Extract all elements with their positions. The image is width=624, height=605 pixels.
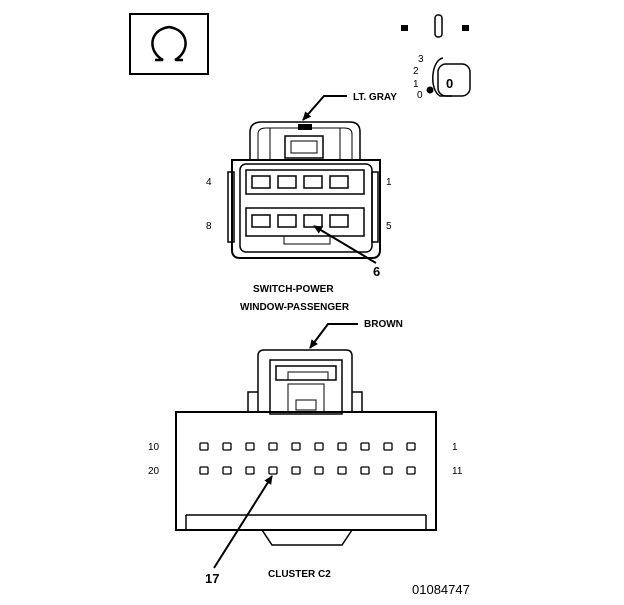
ignition-pos-3: 3 xyxy=(418,54,424,65)
ignition-key-label: 0 xyxy=(446,76,453,91)
wire-color-brown: BROWN xyxy=(364,319,403,330)
omega-ground-icon xyxy=(129,13,209,75)
pin-label-8: 8 xyxy=(206,221,212,232)
ignition-pos-1: 1 xyxy=(413,79,419,90)
connector1-title-line2: WINDOW-PASSENGER xyxy=(240,302,350,313)
ignition-key-icon: 3 2 1 0 0 xyxy=(401,14,471,101)
pin-label-20: 20 xyxy=(148,466,160,477)
callout-pin-6: 6 xyxy=(373,264,380,279)
connector1-title-line1: SWITCH-POWER xyxy=(253,284,334,295)
connector2-title: CLUSTER C2 xyxy=(268,569,331,580)
callout-pin-17: 17 xyxy=(205,571,219,586)
pin-label-4: 4 xyxy=(206,177,212,188)
ignition-pos-2: 2 xyxy=(413,66,419,77)
figure-id: 01084747 xyxy=(412,582,470,597)
connector-cluster-c2: BROWN xyxy=(148,319,463,586)
pin-label-10: 10 xyxy=(148,442,160,453)
pin-label-1: 1 xyxy=(452,442,458,453)
pin-label-11: 11 xyxy=(452,466,463,477)
connector-switch-power-window: LT. GRAY 4 1 8 5 6 SWITCH-POW xyxy=(206,92,397,313)
wire-color-lt-gray: LT. GRAY xyxy=(353,92,397,103)
ignition-pos-0: 0 xyxy=(417,90,423,101)
pin-label-5: 5 xyxy=(386,221,392,232)
pin-label-1: 1 xyxy=(386,177,392,188)
